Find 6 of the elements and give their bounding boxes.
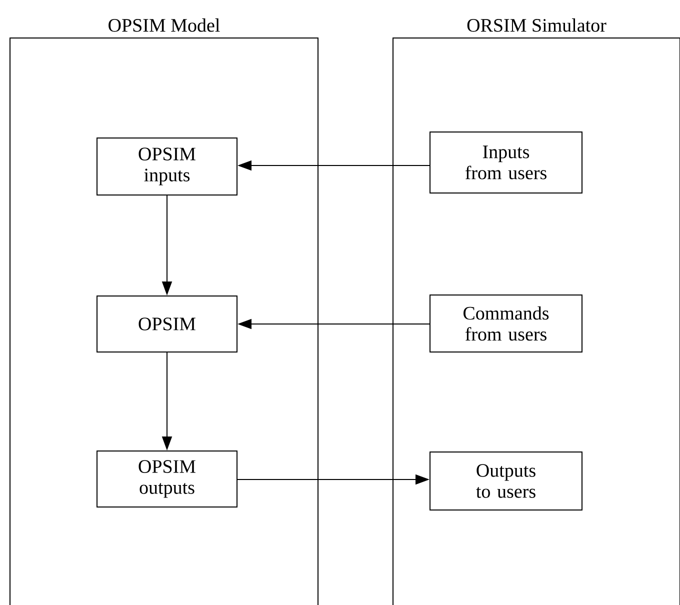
process-box: Commands from users [430, 294, 582, 352]
process-box: Outputs to users [430, 451, 582, 510]
process-box: OPSIM inputs [96, 138, 238, 196]
process-box: OPSIM outputs [96, 450, 238, 508]
process-box: OPSIM [96, 296, 238, 352]
process-box: Inputs from users [430, 132, 582, 194]
